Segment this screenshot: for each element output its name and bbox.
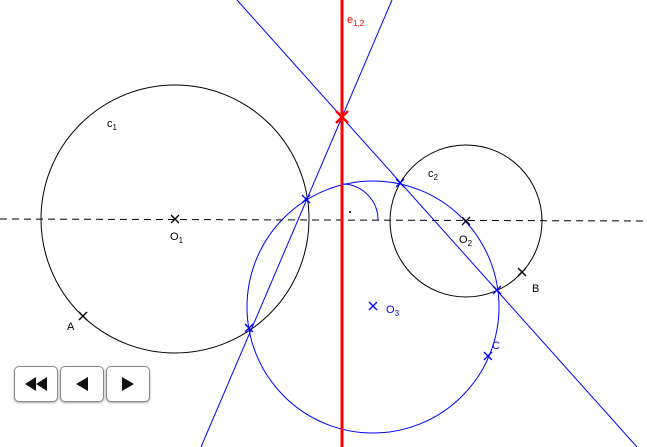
circle-c1[interactable] xyxy=(40,84,310,354)
point-c[interactable] xyxy=(483,351,493,361)
point-b[interactable] xyxy=(517,267,527,277)
double-left-triangle-icon xyxy=(25,377,47,391)
point-a[interactable] xyxy=(78,311,88,321)
left-triangle-icon xyxy=(76,377,88,391)
label-c1: c1 xyxy=(107,118,118,132)
center-line xyxy=(0,218,647,222)
secant-line-c2 xyxy=(236,0,638,447)
label-b: B xyxy=(532,283,539,295)
label-a: A xyxy=(67,321,75,333)
label-c2: c2 xyxy=(428,168,439,182)
step-back-button[interactable] xyxy=(60,366,104,402)
circle-c3[interactable] xyxy=(246,180,500,434)
play-button[interactable] xyxy=(106,366,150,402)
intersection-point-1 xyxy=(301,194,311,204)
rewind-button[interactable] xyxy=(14,366,58,402)
intersection-point-2 xyxy=(244,323,254,333)
power-point[interactable] xyxy=(335,110,349,124)
animation-controls xyxy=(14,366,150,402)
intersection-point-4 xyxy=(492,285,502,295)
point-o2[interactable] xyxy=(461,216,471,226)
right-triangle-icon xyxy=(122,377,134,391)
intersection-point-3 xyxy=(395,178,405,188)
secant-line-c1 xyxy=(200,0,393,447)
label-o3: O3 xyxy=(386,304,400,318)
label-o1: O1 xyxy=(170,231,184,245)
label-c: C xyxy=(492,340,500,352)
point-o3[interactable] xyxy=(368,301,378,311)
point-o1[interactable] xyxy=(170,214,180,224)
circle-c2[interactable] xyxy=(389,144,543,298)
label-o2: O2 xyxy=(459,234,473,248)
right-angle-dot xyxy=(349,211,351,213)
right-angle-mark xyxy=(341,183,379,221)
label-e12: e1,2 xyxy=(347,14,365,28)
